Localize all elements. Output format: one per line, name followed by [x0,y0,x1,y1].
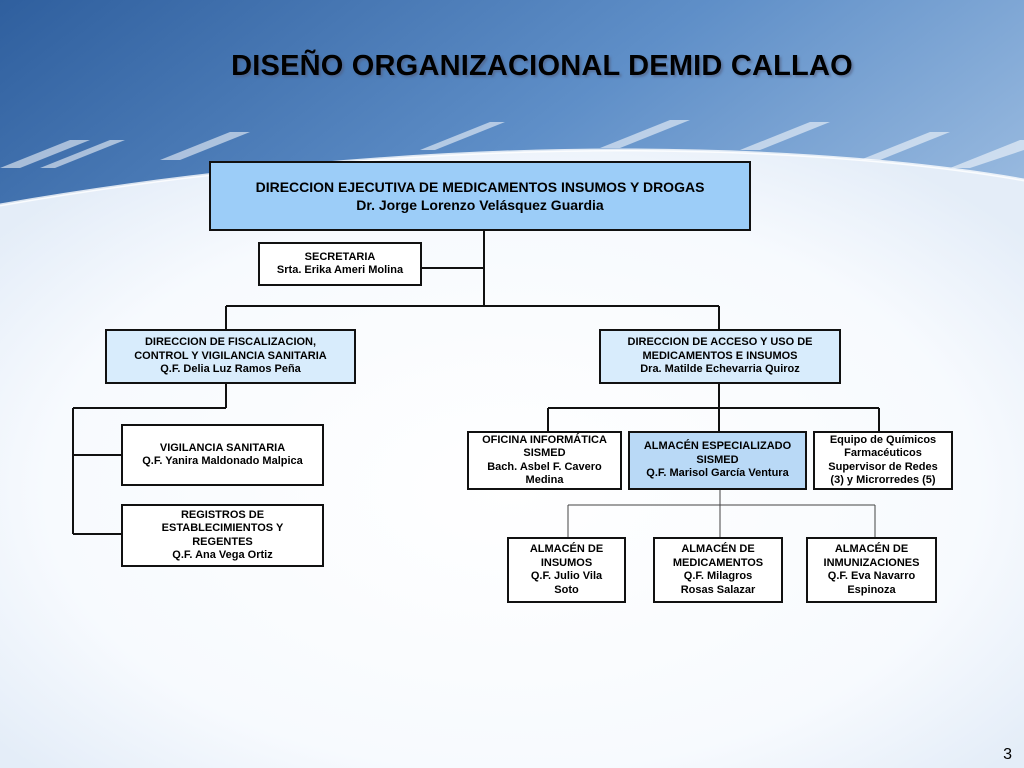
node-almacen-especializado: ALMACÉN ESPECIALIZADO SISMED Q.F. Mariso… [628,431,807,490]
node-person: Espinoza [847,583,896,596]
node-title: Farmacéuticos [844,447,922,459]
node-title: REGISTROS DE [180,508,265,521]
node-title: OFICINA INFORMÁTICA [482,433,607,446]
node-title: MEDICAMENTOS E INSUMOS [642,349,798,362]
node-title: DIRECCION DE FISCALIZACION, [144,336,317,349]
node-title: SISMED [696,453,739,466]
node-title: VIGILANCIA SANITARIA [159,441,286,454]
node-person: Srta. Erika Ameri Molina [276,264,404,276]
node-person: Dr. Jorge Lorenzo Velásquez Guardia [356,197,604,213]
node-person: Q.F. Delia Luz Ramos Peña [160,363,301,376]
node-title: SISMED [523,447,566,459]
node-equipo-quimicos: Equipo de Químicos Farmacéuticos Supervi… [813,431,953,490]
node-person: Dra. Matilde Echevarria Quiroz [640,363,800,376]
node-title: ALMACÉN DE [529,543,604,555]
node-title: (3) y Microrredes (5) [830,474,936,486]
node-title: CONTROL Y VIGILANCIA SANITARIA [134,349,327,362]
node-title: Supervisor de Redes [828,460,938,473]
node-almacen-insumos: ALMACÉN DE INSUMOS Q.F. Julio Vila Soto [507,537,626,603]
node-oficina-informatica: OFICINA INFORMÁTICA SISMED Bach. Asbel F… [467,431,622,490]
node-fiscalizacion: DIRECCION DE FISCALIZACION, CONTROL Y VI… [105,329,356,384]
node-title: DIRECCION EJECUTIVA DE MEDICAMENTOS INSU… [255,179,705,195]
node-person: Soto [554,583,579,596]
node-person: Q.F. Julio Vila [530,570,603,582]
node-direccion-ejecutiva: DIRECCION EJECUTIVA DE MEDICAMENTOS INSU… [209,161,751,231]
node-secretaria: SECRETARIA Srta. Erika Ameri Molina [258,242,422,286]
node-title: ALMACÉN DE [834,543,909,555]
node-acceso-uso: DIRECCION DE ACCESO Y USO DE MEDICAMENTO… [599,329,841,384]
node-person: Q.F. Milagros [683,570,753,582]
node-person: Q.F. Eva Navarro [827,570,916,582]
node-person: Q.F. Marisol García Ventura [646,467,789,480]
node-title: ALMACÉN ESPECIALIZADO [643,440,792,453]
node-title: ALMACÉN DE [681,543,755,555]
node-person: Q.F. Yanira Maldonado Malpica [142,455,303,467]
page-title: DISEÑO ORGANIZACIONAL DEMID CALLAO [231,50,853,82]
node-title: REGENTES [192,535,253,548]
node-almacen-medicamentos: ALMACÉN DE MEDICAMENTOS Q.F. Milagros Ro… [653,537,783,603]
node-title: ESTABLECIMIENTOS Y [161,522,284,534]
node-almacen-inmunizaciones: ALMACÉN DE INMUNIZACIONES Q.F. Eva Navar… [806,537,937,603]
node-title: Equipo de Químicos [829,433,937,446]
node-person: Rosas Salazar [680,583,756,596]
node-title: SECRETARIA [304,250,376,263]
node-person: Medina [525,474,564,486]
node-title: DIRECCION DE ACCESO Y USO DE [627,336,813,349]
node-person: Bach. Asbel F. Cavero [487,460,602,473]
node-registros: REGISTROS DE ESTABLECIMIENTOS Y REGENTES… [121,504,324,567]
node-person: Q.F. Ana Vega Ortiz [172,549,273,561]
page-number: 3 [1003,746,1012,763]
node-title: INMUNIZACIONES [823,556,920,569]
node-title: MEDICAMENTOS [672,556,764,569]
node-vigilancia-sanitaria: VIGILANCIA SANITARIA Q.F. Yanira Maldona… [121,424,324,486]
node-title: INSUMOS [540,556,593,569]
